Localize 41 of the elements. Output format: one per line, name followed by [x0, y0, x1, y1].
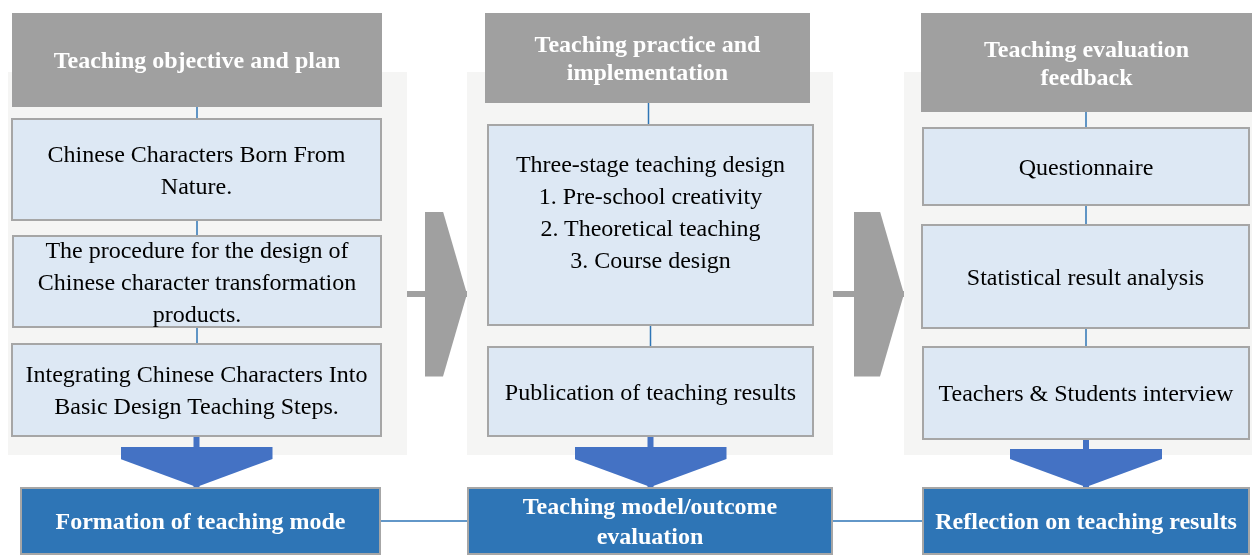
connector-line: [832, 520, 923, 522]
step-text: 1. Pre-school creativity: [538, 182, 763, 211]
step-text: Statistical result analysis: [966, 262, 1205, 292]
step-text: 2. Theoretical teaching: [540, 214, 761, 243]
stage-header: [12, 13, 382, 107]
step-text: Three-stage teaching design: [515, 150, 786, 179]
panel-background: [8, 72, 407, 455]
step-box: [922, 346, 1250, 440]
step-box: [11, 343, 382, 437]
step-text: 3. Course design: [570, 246, 731, 275]
step-text: Chinese Characters Born From Nature.: [46, 139, 347, 201]
outcome-box: [467, 487, 833, 555]
connector-line: [196, 106, 198, 119]
stage-header: [921, 13, 1252, 112]
step-text: The procedure for the design of Chinese character transformation products.: [36, 235, 358, 329]
connector-line: [196, 220, 198, 236]
step-text: Teachers & Students interview: [938, 379, 1234, 408]
outcome-box: [922, 487, 1250, 555]
connector-line: [196, 327, 198, 344]
header-text: Teaching practice and implementation: [533, 30, 762, 86]
step-text: Integrating Chinese Characters Into Basic Design Teaching Steps.: [24, 360, 369, 421]
connector-line: [1085, 205, 1087, 225]
step-box: [11, 118, 382, 221]
outcome-text: Teaching model/outcome evaluation: [521, 492, 779, 551]
connector-line: [1085, 328, 1087, 347]
header-text: Teaching objective and plan: [53, 46, 341, 74]
step-box: [487, 124, 814, 326]
stage-header: [485, 13, 810, 103]
header-text: Teaching evaluation feedback: [982, 34, 1191, 91]
outcome-text: Reflection on teaching results: [935, 507, 1237, 536]
outcome-box: [20, 487, 381, 555]
connector-line: [647, 102, 650, 125]
step-box: [922, 127, 1250, 206]
connector-line: [380, 520, 468, 522]
step-text: Publication of teaching results: [504, 377, 797, 407]
connector-line: [1085, 111, 1087, 128]
outcome-text: Formation of teaching mode: [55, 507, 346, 536]
step-box: [921, 224, 1250, 329]
step-text: Questionnaire: [1018, 152, 1154, 182]
step-box: [487, 346, 814, 437]
connector-line: [649, 325, 652, 347]
